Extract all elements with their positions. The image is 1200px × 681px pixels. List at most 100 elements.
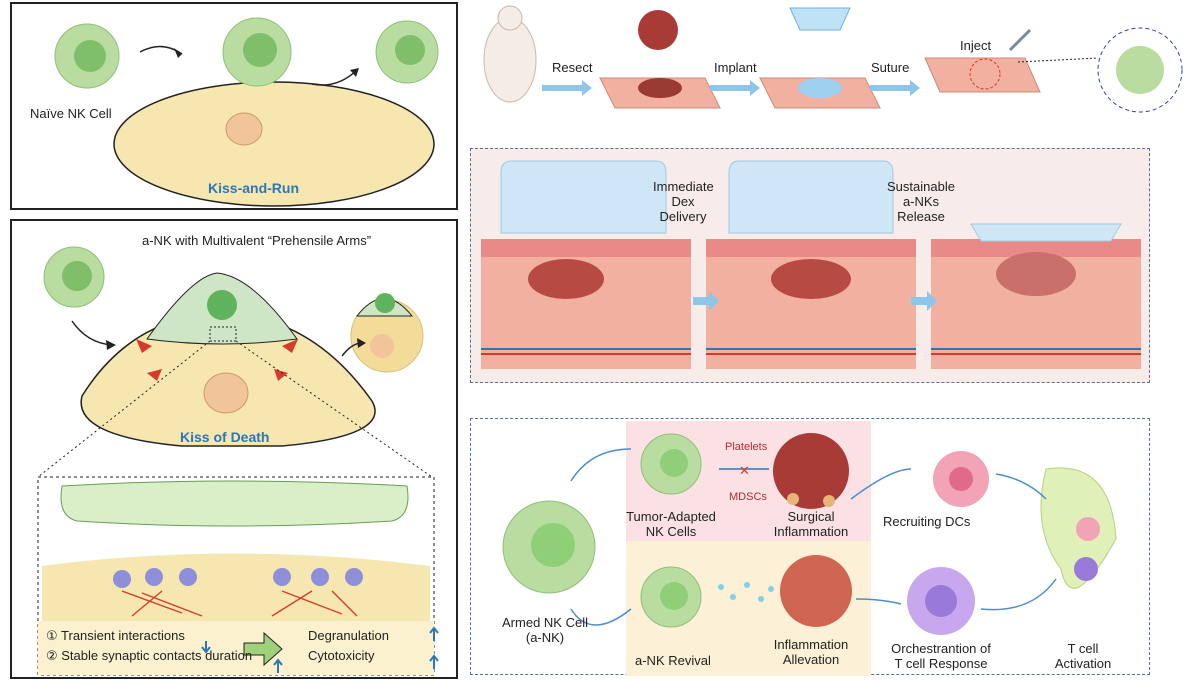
cytoskeleton-filaments (121, 590, 358, 617)
tumor-bed-1 (528, 259, 604, 299)
degranulation-label: Degranulation (308, 628, 389, 643)
tumor-nucleus-a (225, 112, 263, 146)
tumor-adapted-nk-icon (640, 433, 702, 495)
flow-arrow-2 (710, 80, 760, 96)
skin-block-suture (924, 57, 1041, 93)
up-arrow-icon-1 (273, 658, 283, 673)
recruiting-dcs-label: Recruiting DCs (883, 514, 971, 529)
surgical-line-2: Inflammation (773, 524, 849, 539)
panel-kiss-and-run: Naïve NK Cell Kiss-and-Run (10, 2, 458, 210)
hydrogel-patch-2 (728, 160, 894, 234)
inflammation-allevation-tumor-icon (780, 555, 852, 627)
ank-nucleus (207, 290, 237, 320)
cytotoxicity-label: Cytotoxicity (308, 648, 375, 663)
tumor-bed-3 (996, 252, 1076, 296)
immediate-line-1: Immediate (653, 179, 714, 194)
inflammation-allevation-label: Inflammation Allevation (761, 637, 861, 667)
tcell-line-2: Activation (1054, 656, 1112, 671)
inject-label: Inject (960, 38, 992, 53)
receptor-cluster (113, 568, 363, 588)
immediate-line-3: Delivery (659, 209, 707, 224)
mechanism-illustration: ✕ (502, 421, 1117, 676)
hydrogel-patch-3 (970, 223, 1122, 242)
t-cell-activation-icon (1040, 467, 1117, 589)
ank-revival-label: a-NK Revival (635, 653, 711, 668)
tumor-adapted-line-2: NK Cells (645, 524, 697, 539)
naive-nk-cell-icon (54, 23, 120, 89)
ank-title-label: a-NK with Multivalent “Prehensile Arms” (142, 233, 372, 248)
orch-line-1: Orchestrantion of (891, 641, 991, 656)
flow-arrow-3 (870, 80, 920, 96)
tumor-bed-2 (771, 259, 851, 299)
implant-label: Implant (714, 60, 757, 75)
nk-cell-attached-icon (222, 17, 292, 87)
red-arrow-4 (274, 369, 288, 381)
stable-contacts-label: ② Stable synaptic contacts duration (46, 648, 253, 663)
red-arrow-1 (136, 339, 152, 353)
orchestration-label: Orchestrantion of T cell Response (876, 641, 1006, 671)
nk-granule-region (60, 480, 409, 527)
tumor-mass-icon (638, 10, 678, 50)
up-arrow-icon-2 (429, 626, 439, 641)
naive-nk-cell-label: Naïve NK Cell (30, 106, 112, 121)
down-arrow-icon (201, 641, 211, 654)
armed-line-1: Armed NK Cell (502, 615, 588, 630)
surgical-inflammation-label: Surgical Inflammation (766, 509, 856, 539)
armed-nk-label: Armed NK Cell (a-NK) (495, 615, 595, 645)
tumor-adapted-line-1: Tumor-Adapted (626, 509, 716, 524)
allev-line-1: Inflammation (773, 637, 849, 652)
microneedle-patch-icon (789, 7, 851, 31)
platelets-label: Platelets (725, 441, 768, 453)
revived-nk-icon (640, 566, 702, 628)
surgical-line-1: Surgical (787, 509, 835, 524)
tumor-nucleus-b (203, 372, 249, 414)
block-x-icon: ✕ (739, 463, 750, 478)
tissue-flow-arrow-1 (693, 291, 719, 311)
resect-label: Resect (552, 60, 593, 75)
syringe-icon (1008, 28, 1032, 52)
zoom-box (209, 326, 237, 342)
tissue-release-illustration (481, 160, 1141, 369)
surgery-workflow: Resect Implant Suture Inject (470, 0, 1200, 130)
tissue-release-panel: Immediate Dex Delivery Sustainable a-NKs… (470, 148, 1150, 383)
transient-interactions-label: ① Transient interactions (46, 628, 185, 643)
armed-line-2: (a-NK) (525, 630, 565, 645)
tissue-block-1 (481, 239, 691, 369)
lysed-tumor-icon (350, 293, 424, 373)
cytokine-dots (718, 582, 774, 602)
kiss-of-death-label: Kiss of Death (180, 429, 270, 445)
arrow-leave (311, 69, 358, 86)
red-arrow-2 (282, 339, 298, 353)
mouse-icon (483, 5, 537, 103)
suture-label: Suture (871, 60, 910, 75)
allev-line-2: Allevation (782, 652, 840, 667)
hydrogel-patch-1 (500, 160, 667, 234)
tissue-flow-arrow-2 (911, 291, 937, 311)
kiss-of-death-illustration (37, 246, 439, 676)
immediate-line-2: Dex (671, 194, 695, 209)
tumor-adapted-label: Tumor-Adapted NK Cells (616, 509, 726, 539)
up-arrow-icon-3 (429, 654, 439, 669)
skin-block-resect (599, 77, 721, 109)
nk-cell-leaving-icon (375, 20, 439, 84)
mechanism-panel: ✕ Platelets MDSCs Tumor-Adapted NK Cells… (470, 418, 1150, 676)
workflow-illustration (483, 5, 1183, 113)
kiss-and-run-illustration (54, 17, 439, 207)
tissue-block-2 (706, 239, 916, 369)
sustain-line-1: Sustainable (887, 179, 955, 194)
dc-cell-icon (933, 451, 989, 507)
mdscs-label: MDSCs (729, 491, 767, 503)
t-cell-activation-label: T cell Activation (1043, 641, 1123, 671)
orch-line-2: T cell Response (894, 656, 988, 671)
tcell-line-1: T cell (1067, 641, 1099, 656)
result-arrow-icon (243, 631, 283, 667)
red-arrow-3 (147, 369, 162, 381)
panel-kiss-of-death: a-NK with Multivalent “Prehensile Arms” … (10, 219, 458, 679)
sustainable-release-label: Sustainable a-NKs Release (879, 179, 963, 224)
immediate-delivery-label: Immediate Dex Delivery (653, 179, 714, 224)
orchestration-cell-icon (907, 567, 975, 635)
ank-cell-free-icon (43, 246, 105, 308)
surgical-inflammation-tumor-icon (773, 433, 849, 509)
sustain-line-2: a-NKs (902, 194, 940, 209)
sustain-line-3: Release (897, 209, 945, 224)
